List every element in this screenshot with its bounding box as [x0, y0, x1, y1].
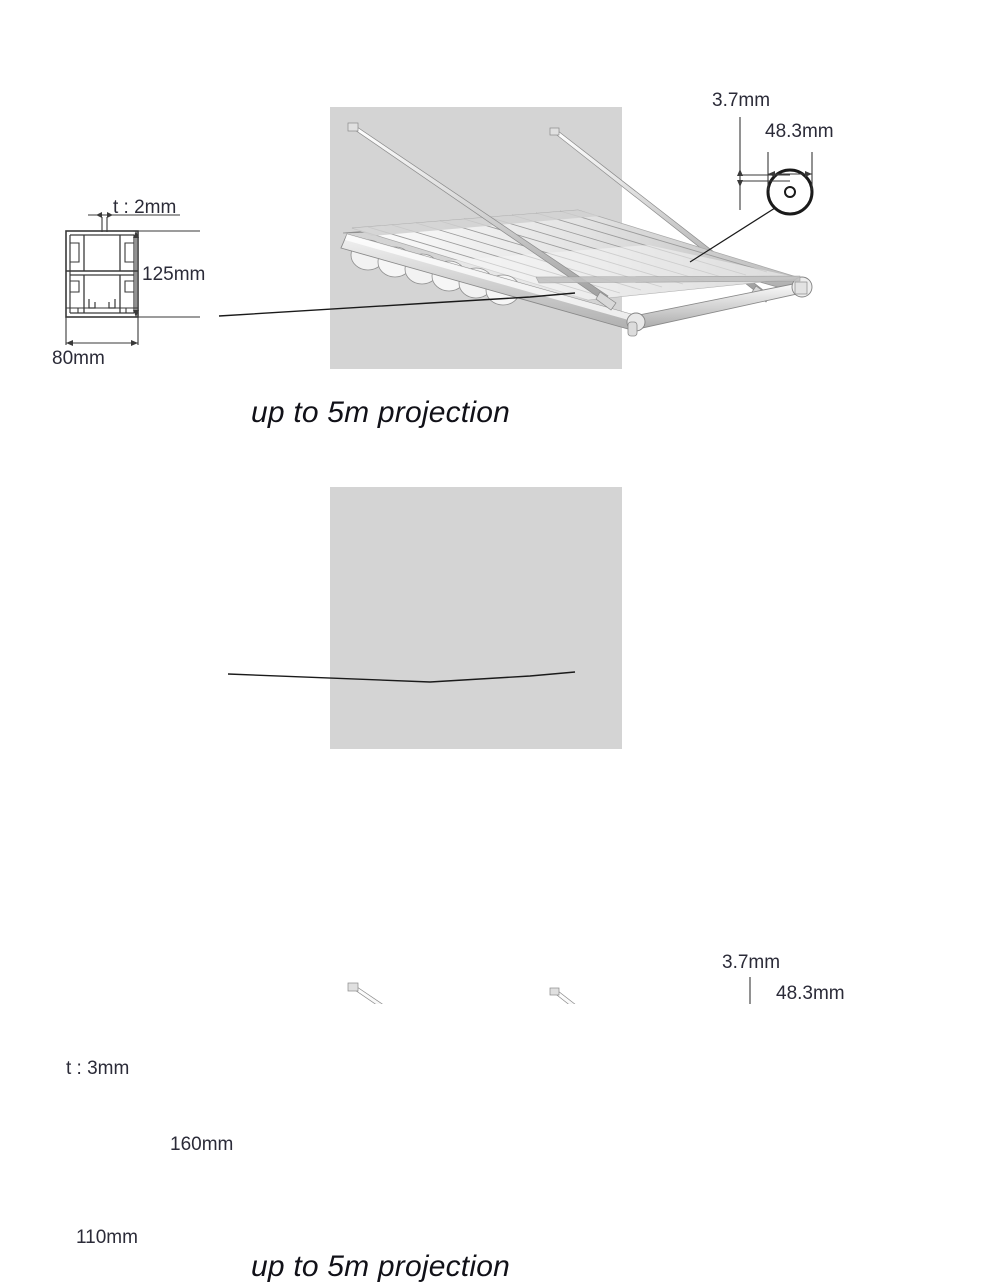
top-section-graphics	[65, 107, 814, 369]
width-dimension	[65, 317, 139, 346]
front-beam-scalloped	[340, 233, 635, 330]
corner-joint-right	[791, 276, 813, 298]
bottom-section-graphics	[227, 487, 751, 1004]
projection-caption: up to 5m projection	[251, 396, 510, 429]
thickness-label: t : 2mm	[113, 197, 177, 218]
wall-backdrop	[330, 487, 622, 749]
thickness-dimension	[88, 212, 180, 232]
awning-3d-render	[340, 122, 813, 337]
height-label: 160mm	[170, 1134, 234, 1155]
support-rod-front	[347, 982, 383, 1004]
projection-caption: up to 5m projection	[251, 1250, 510, 1283]
awning-spec-section-bottom: t : 3mm 160mm 110mm 3.7mm 48.3mm up to 5…	[0, 470, 1001, 1283]
width-label: 110mm	[76, 1227, 138, 1248]
beam-profile-small	[65, 230, 139, 318]
width-label: 80mm	[52, 348, 105, 369]
thickness-label: t : 3mm	[66, 1058, 130, 1079]
awning-spec-section-top: t : 2mm 125mm 80mm 3.7mm 48.3mm up to 5m…	[0, 0, 1001, 470]
frame-bar-front-right	[626, 281, 807, 337]
support-rod-rear	[549, 987, 576, 1004]
leader-line-profile	[218, 292, 576, 317]
tube-wall-label: 3.7mm	[712, 90, 771, 111]
leader-line-profile	[227, 671, 576, 683]
height-label: 125mm	[142, 264, 206, 285]
tube-diameter-label: 48.3mm	[776, 983, 845, 1004]
round-tube-detail-small	[689, 117, 814, 263]
awning-3d-render	[347, 982, 576, 1004]
support-rod-front	[347, 122, 617, 311]
height-dimension	[133, 230, 200, 318]
round-tube-detail-large	[749, 977, 751, 1004]
under-deck-rail	[535, 275, 801, 284]
tube-wall-label: 3.7mm	[722, 952, 781, 973]
tube-diameter-label: 48.3mm	[765, 121, 834, 142]
